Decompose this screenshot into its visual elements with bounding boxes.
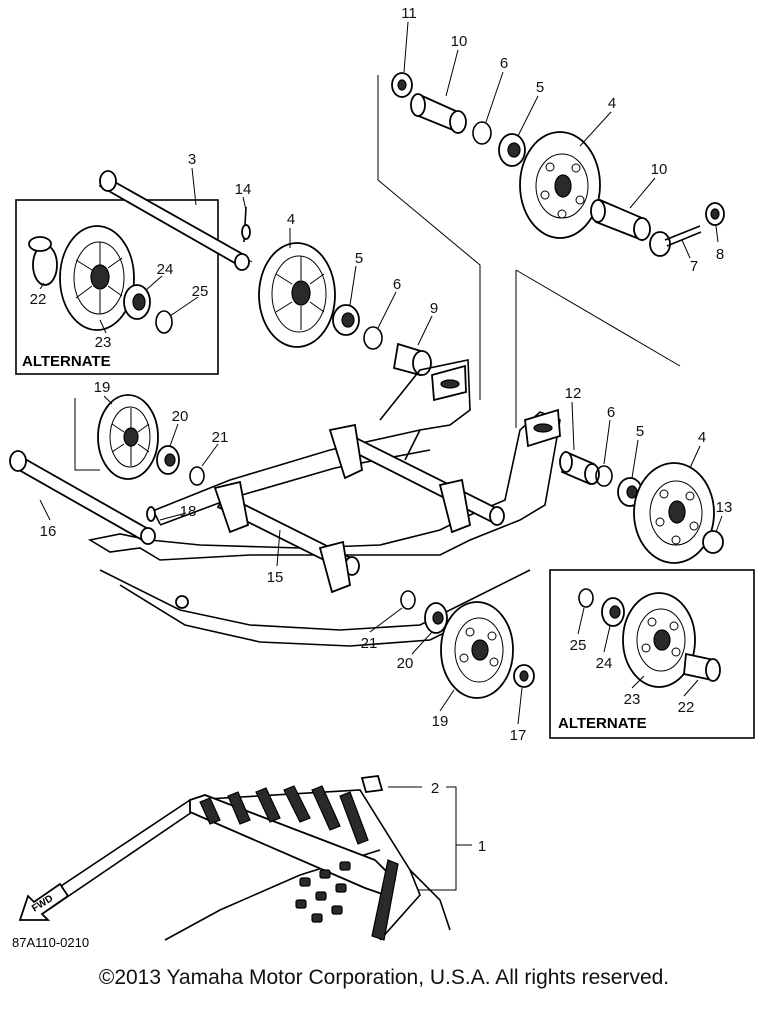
- alternate-label-left: ALTERNATE: [22, 353, 111, 370]
- part-22-collar: [28, 236, 58, 286]
- callout-1: 1: [478, 838, 486, 855]
- part-19-wheel-lower: [440, 601, 514, 699]
- part-25-circlip: [155, 310, 173, 334]
- part-23-wheel: [59, 225, 135, 331]
- part-4-wheel-right: [633, 462, 715, 564]
- callout-labels: 11 10 6 5 4 10 7 8 3 14 4 5 6 9 22 23 24…: [30, 5, 733, 855]
- part-16-shaft: [9, 450, 156, 545]
- part-21-circlip-lower: [400, 590, 416, 610]
- callout-17: 17: [510, 727, 527, 744]
- part-24-bearing-right: [601, 597, 625, 627]
- leader-lines: [39, 21, 723, 725]
- callout-14: 14: [235, 181, 252, 198]
- part-3-shaft: [98, 170, 250, 271]
- callout-19-lower: 19: [432, 713, 449, 730]
- callout-12: 12: [565, 385, 582, 402]
- copyright-notice: ©2013 Yamaha Motor Corporation, U.S.A. A…: [98, 966, 670, 989]
- callout-18: 18: [180, 503, 197, 520]
- track-assembly: FWD: [18, 775, 472, 941]
- callout-6-right: 6: [607, 404, 615, 421]
- alternate-label-right: ALTERNATE: [558, 715, 647, 732]
- part-23-wheel-right: [622, 592, 696, 688]
- part-5-bearing-middle: [332, 304, 360, 336]
- part-5-bearing-top: [498, 133, 526, 167]
- part-24-bearing: [123, 284, 151, 320]
- callout-6-top: 6: [500, 55, 508, 72]
- callout-5-middle: 5: [355, 250, 363, 267]
- fwd-arrow-icon: FWD: [18, 882, 70, 921]
- callout-21-lower: 21: [361, 635, 378, 652]
- callout-4-middle: 4: [287, 211, 295, 228]
- part-6-circlip-top: [472, 121, 492, 145]
- callout-8: 8: [716, 246, 724, 263]
- part-12-collar: [559, 450, 600, 486]
- callout-22-right: 22: [678, 699, 695, 716]
- part-4-wheel-top: [519, 131, 601, 239]
- part-20-bearing-left: [156, 445, 180, 475]
- callout-24-right: 24: [596, 655, 613, 672]
- part-13-nut: [702, 530, 724, 554]
- callout-10-top: 10: [451, 33, 468, 50]
- part-7-bolt: [649, 225, 702, 257]
- part-25-circlip-right: [578, 588, 594, 608]
- callout-5-top: 5: [536, 79, 544, 96]
- callout-10-right: 10: [651, 161, 668, 178]
- slide-rail-frame: [87, 359, 561, 647]
- callout-23-left: 23: [95, 334, 112, 351]
- callout-24-left: 24: [157, 261, 174, 278]
- callout-19-left: 19: [94, 379, 111, 396]
- callout-25-right: 25: [570, 637, 587, 654]
- callout-16: 16: [40, 523, 57, 540]
- part-10-collar-top: [410, 93, 467, 134]
- callout-3: 3: [188, 151, 196, 168]
- part-17-nut: [513, 664, 535, 688]
- part-20-bearing-lower: [424, 602, 448, 634]
- callout-2: 2: [431, 780, 439, 797]
- part-8-nut: [705, 202, 725, 226]
- callout-6-middle: 6: [393, 276, 401, 293]
- alternate-box-right: ALTERNATE: [549, 569, 755, 739]
- callout-4-top: 4: [608, 95, 616, 112]
- part-22-collar-right: [683, 652, 721, 682]
- callout-11: 11: [401, 5, 417, 22]
- callout-13: 13: [716, 499, 733, 516]
- callout-20-lower: 20: [397, 655, 414, 672]
- part-6-circlip-middle: [363, 326, 383, 350]
- callout-22-left: 22: [30, 291, 47, 308]
- part-10-collar-right: [590, 198, 651, 242]
- part-14-pin: [241, 206, 251, 243]
- callout-5-right: 5: [636, 423, 644, 440]
- callout-15: 15: [267, 569, 284, 586]
- callout-7: 7: [690, 258, 698, 275]
- callout-21-left: 21: [212, 429, 229, 446]
- callout-23-right: 23: [624, 691, 641, 708]
- part-19-wheel-left: [97, 394, 159, 480]
- callout-4-right: 4: [698, 429, 706, 446]
- callout-20-left: 20: [172, 408, 189, 425]
- part-4-wheel-middle: [258, 242, 336, 348]
- callout-9: 9: [430, 300, 438, 317]
- part-9-collar: [392, 342, 432, 377]
- alternate-box-left: ALTERNATE: [15, 199, 219, 375]
- drawing-code: 87A110-0210: [12, 935, 89, 950]
- callout-25-left: 25: [192, 283, 209, 300]
- part-18-pin: [146, 506, 161, 525]
- part-21-circlip-left: [189, 466, 205, 486]
- part-11-bushing: [391, 72, 413, 98]
- part-2-clip: [360, 775, 384, 793]
- part-6-circlip-right: [595, 465, 613, 487]
